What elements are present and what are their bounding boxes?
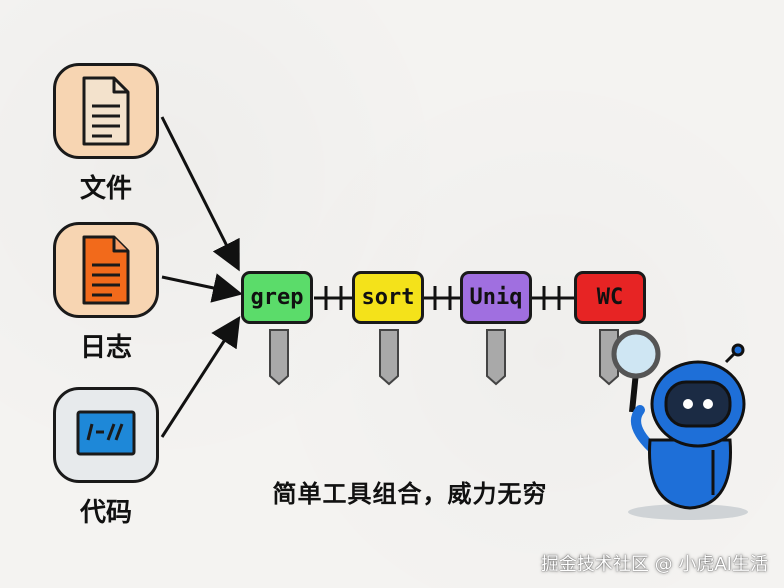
tool-label: WC [596, 285, 624, 310]
caption: 简单工具组合，威力无穷 [272, 480, 548, 508]
code-window-icon [76, 410, 136, 456]
code-label: 代码 [79, 498, 132, 528]
tool-wc: WC [574, 271, 646, 324]
tool-sort: sort [352, 271, 424, 324]
post [269, 329, 619, 386]
tool-uniq: Uniq [460, 271, 532, 324]
file-source-icon [53, 63, 159, 159]
file-label: 文件 [79, 174, 132, 204]
arrow-from-code [160, 315, 241, 438]
document-icon [82, 76, 130, 146]
watermark: 掘金技术社区 @ 小虎AI生活 [540, 554, 768, 575]
robot-mascot [611, 329, 748, 520]
log-label: 日志 [79, 333, 132, 363]
arrow-from-file [160, 116, 240, 272]
pipe-connector [532, 286, 575, 310]
tool-label: Uniq [469, 285, 523, 310]
tool-label: grep [250, 285, 304, 310]
log-document-icon [82, 235, 130, 305]
arrow-from-log [161, 273, 243, 303]
pipe-connector [424, 286, 461, 310]
tool-grep: grep [241, 271, 313, 324]
log-source-icon [53, 222, 159, 318]
tool-label: sort [361, 285, 415, 310]
pipe-connector [314, 286, 353, 310]
code-source-icon [53, 387, 159, 483]
